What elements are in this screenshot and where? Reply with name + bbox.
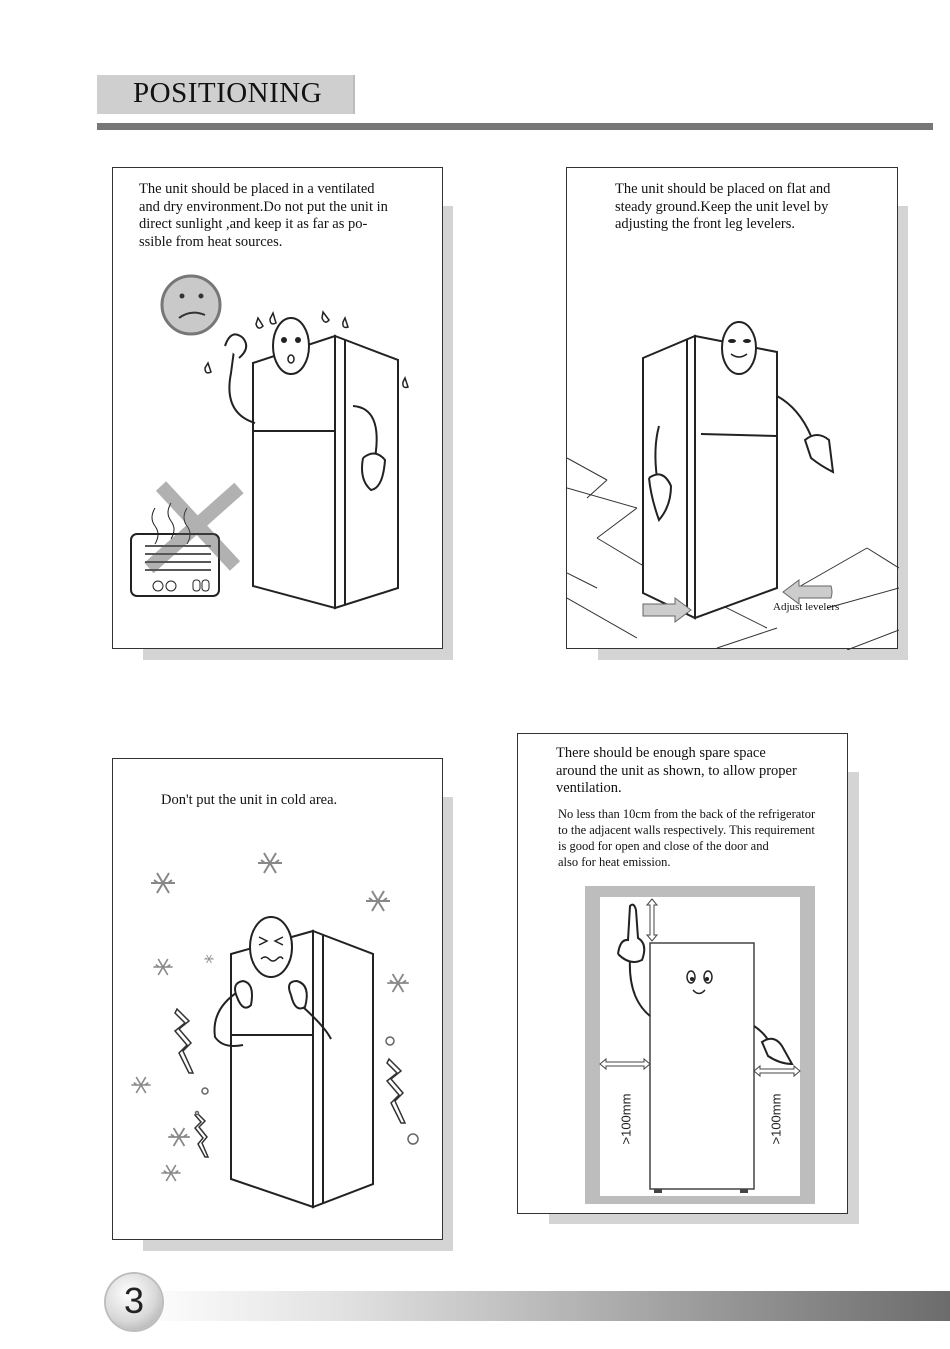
left-clearance-label: >100mm [618,1093,634,1145]
panel-level-text: The unit should be placed on flat and st… [615,181,831,232]
panel-level: The unit should be placed on flat and st… [566,167,899,650]
panel-space: There should be enough spare space aroun… [517,733,848,1214]
panel-space-text: There should be enough spare space aroun… [556,745,797,796]
page-number-badge: 3 [106,1274,162,1330]
right-clearance-label: >100mm [768,1093,784,1145]
level-illustration [567,321,899,650]
ventilated-illustration [130,274,409,610]
cross-mark-icon [144,481,244,574]
panel-space-note: No less than 10cm from the back of the r… [558,807,816,869]
title-box: POSITIONING [97,75,355,114]
sad-face-icon [160,274,222,336]
heater-icon [130,502,220,597]
page-number: 3 [123,1280,145,1321]
title-rule [97,123,933,130]
adjust-levelers-callout: Adjust levelers [773,601,840,613]
cold-illustration [130,852,419,1209]
arrow-icon [642,579,833,623]
panel-ventilated-text: The unit should be placed in a ventilate… [139,181,388,250]
panel-cold-text: Don't put the unit in cold area. [161,792,338,808]
panel-cold: Don't put the unit in cold area. [112,758,443,1240]
page-title: POSITIONING [133,77,323,109]
footer-bar [135,1291,950,1321]
panel-ventilated: The unit should be placed in a ventilate… [112,167,443,649]
space-illustration [585,886,815,1204]
